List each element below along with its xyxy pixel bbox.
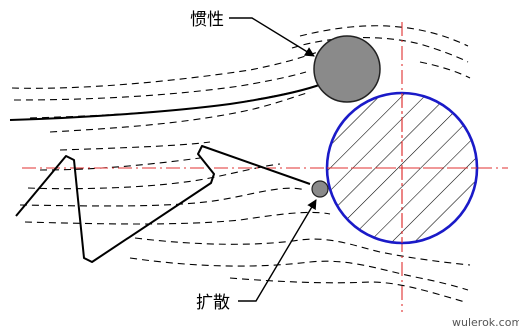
inertia-particle [314,36,380,102]
watermark: wulerok.com [452,316,519,329]
inertia-leader-arrow [229,18,314,56]
inertia-label: 惯性 [190,10,224,30]
streamline-15 [420,62,470,78]
streamline-1 [300,26,468,46]
streamline-7 [60,142,210,150]
diffusion-label: 扩散 [196,293,230,313]
streamline-11 [25,212,330,224]
streamline-13 [130,258,468,290]
streamline-10 [20,188,305,206]
streamline-4 [14,72,306,100]
streamline-5 [30,90,302,118]
streamline-3 [12,52,318,88]
streamline-14 [230,278,465,302]
diffusion-trajectory [16,146,310,262]
inertia-trajectory [10,84,322,120]
diffusion-particle [312,181,328,197]
collector-fiber [320,86,484,250]
